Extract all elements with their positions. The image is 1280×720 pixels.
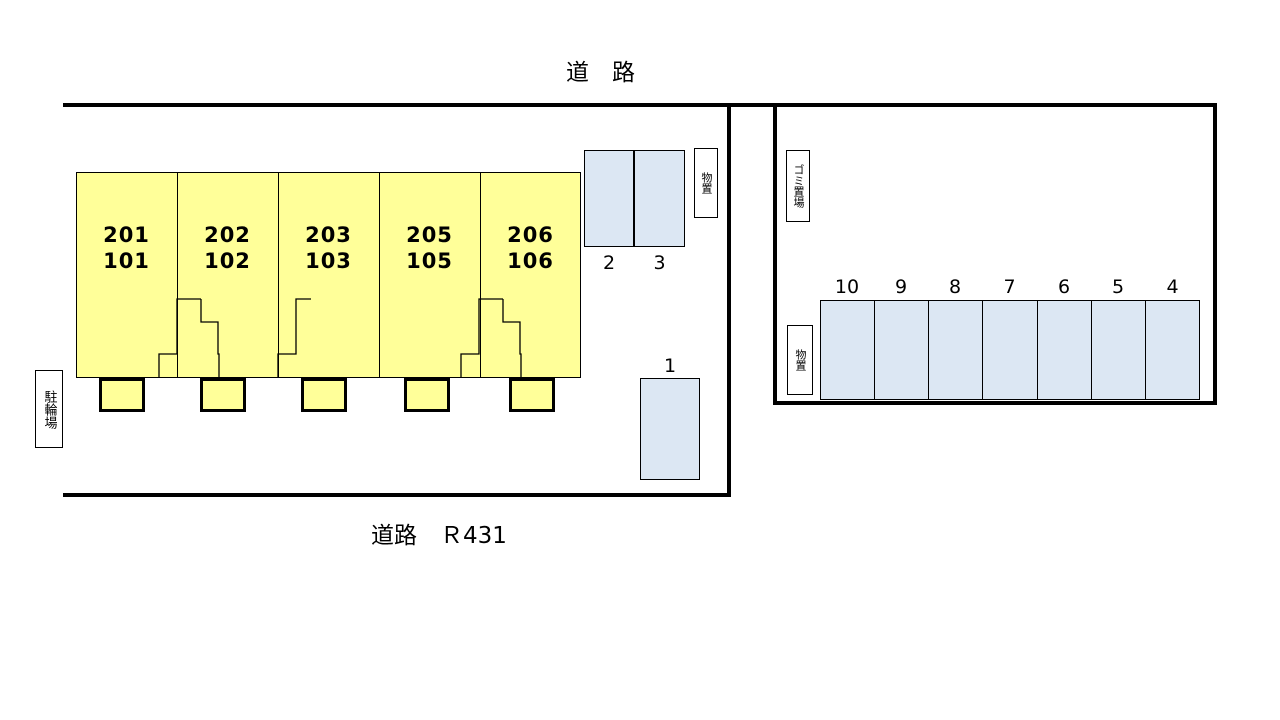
parking-number-4: 4 <box>1166 276 1179 298</box>
unit-label-205-105: 205 105 <box>379 222 480 274</box>
stall-divider <box>1091 300 1092 400</box>
parking-number-10: 10 <box>834 276 860 298</box>
parking-number-5: 5 <box>1111 276 1125 298</box>
parking-number-6: 6 <box>1057 276 1071 298</box>
entrance-porch <box>301 378 347 412</box>
top-road-line <box>63 103 1217 107</box>
storage-label-right: 物置 <box>794 349 807 371</box>
left-parcel-right-boundary <box>727 103 731 497</box>
unit-label-202-102: 202 102 <box>177 222 278 274</box>
unit-divider <box>480 172 481 378</box>
unit-upper-number: 203 <box>305 223 352 247</box>
storage-label-left: 物置 <box>700 172 713 194</box>
unit-divider <box>379 172 380 378</box>
unit-divider <box>278 172 279 378</box>
staircase-group <box>158 298 522 378</box>
entrance-porch <box>200 378 246 412</box>
stall-divider <box>982 300 983 400</box>
left-parcel-bottom-boundary <box>63 493 731 497</box>
unit-lower-number: 105 <box>406 249 453 273</box>
entrance-porch <box>509 378 555 412</box>
top-road-label: 道 路 <box>566 60 635 86</box>
unit-label-206-106: 206 106 <box>480 222 581 274</box>
parking-stall-2 <box>584 150 634 247</box>
bottom-road-label: 道路 Ｒ431 <box>371 523 507 549</box>
trash-area-label: ゴミ置場 <box>792 164 805 208</box>
parking-number-3: 3 <box>653 252 666 274</box>
staircase-201-202 <box>158 298 220 378</box>
trash-area-box: ゴミ置場 <box>786 150 810 222</box>
right-parcel-right-boundary <box>1213 103 1217 405</box>
unit-upper-number: 205 <box>406 223 453 247</box>
stall-divider <box>928 300 929 400</box>
parking-block-right <box>820 300 1200 400</box>
parking-number-9: 9 <box>894 276 908 298</box>
storage-box-left: 物置 <box>694 148 718 218</box>
parking-stall-1 <box>640 378 700 480</box>
unit-upper-number: 201 <box>103 223 150 247</box>
unit-label-203-103: 203 103 <box>278 222 379 274</box>
parking-number-1: 1 <box>663 355 677 377</box>
parking-number-2: 2 <box>602 252 616 274</box>
stall-divider <box>1145 300 1146 400</box>
right-parcel-left-boundary <box>773 107 777 405</box>
storage-box-right: 物置 <box>787 325 813 395</box>
apartment-building <box>76 172 581 378</box>
right-parcel-bottom-boundary <box>773 401 1217 405</box>
entrance-porch <box>99 378 145 412</box>
entrance-porch <box>404 378 450 412</box>
unit-lower-number: 103 <box>305 249 352 273</box>
unit-upper-number: 202 <box>204 223 251 247</box>
staircase-203 <box>277 298 311 378</box>
parking-number-8: 8 <box>948 276 962 298</box>
parking-stall-3 <box>634 150 685 247</box>
bicycle-parking-label: 駐輪場 <box>41 389 57 429</box>
unit-lower-number: 101 <box>103 249 150 273</box>
unit-lower-number: 102 <box>204 249 251 273</box>
unit-lower-number: 106 <box>507 249 554 273</box>
unit-divider <box>177 172 178 378</box>
bicycle-parking-box: 駐輪場 <box>35 370 63 448</box>
unit-upper-number: 206 <box>507 223 554 247</box>
stall-divider <box>874 300 875 400</box>
parking-number-7: 7 <box>1003 276 1016 298</box>
staircase-205-206 <box>460 298 522 378</box>
stall-divider <box>1037 300 1038 400</box>
unit-label-201-101: 201 101 <box>76 222 177 274</box>
